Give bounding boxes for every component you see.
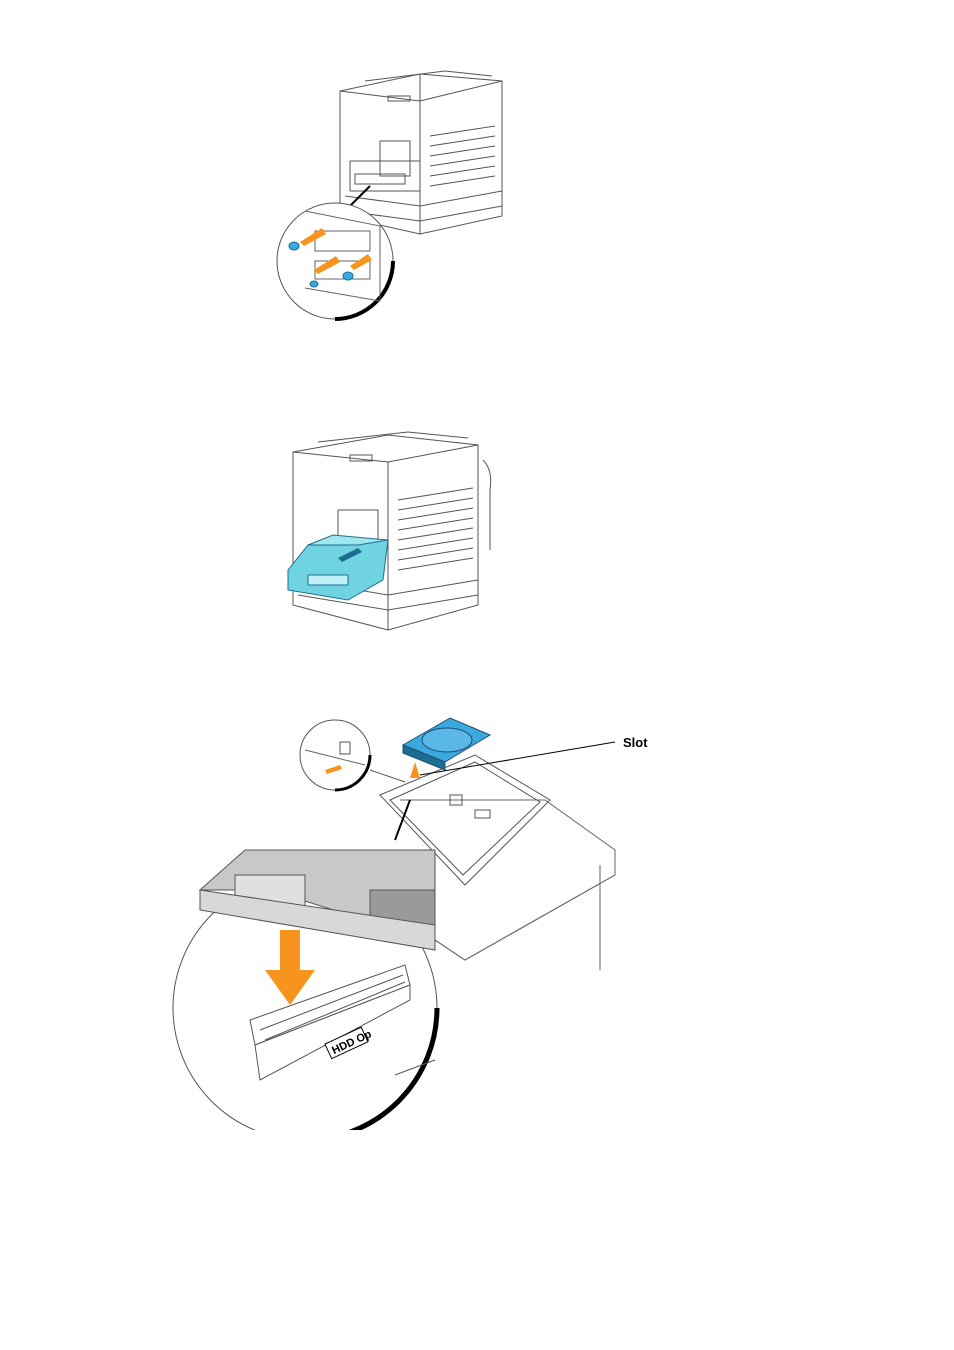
figure-remove-screws <box>270 66 515 324</box>
hdd-install-illustration: Slot HDD Op <box>165 700 665 1130</box>
printer-rear-screws-illustration <box>270 66 515 324</box>
figure-pull-out-controller-board <box>278 430 500 642</box>
printer-controller-board-illustration <box>278 430 500 642</box>
slot-callout-label: Slot <box>623 735 648 750</box>
figure-insert-hard-disk: Slot HDD Op <box>165 700 665 1130</box>
